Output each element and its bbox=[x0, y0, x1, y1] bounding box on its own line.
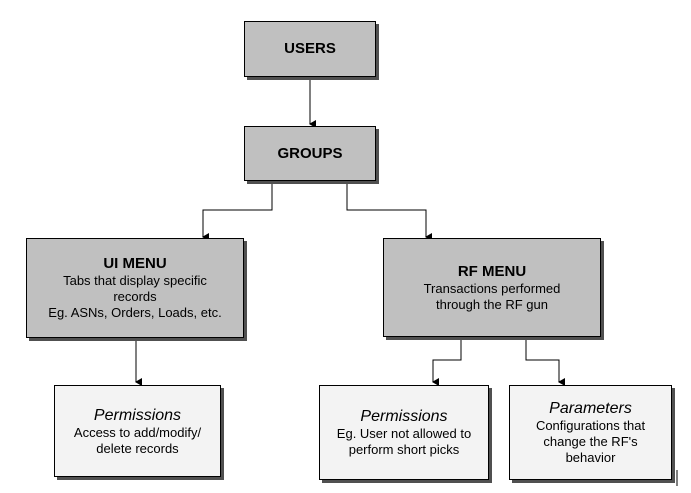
ui-menu-box: UI MENU Tabs that display specific recor… bbox=[26, 238, 244, 338]
rf-parameters-box: Parameters Configurations that change th… bbox=[509, 385, 672, 480]
arrow-groups-to-ui-menu bbox=[202, 181, 273, 241]
arrow-rf-menu-to-permissions bbox=[432, 337, 462, 386]
rf-menu-box: RF MENU Transactions performed through t… bbox=[383, 238, 601, 337]
rf-menu-desc-line-2: through the RF gun bbox=[435, 296, 549, 312]
rf-menu-title: RF MENU bbox=[457, 262, 527, 280]
rf-permissions-title: Permissions bbox=[360, 408, 448, 425]
groups-box: GROUPS bbox=[244, 126, 376, 181]
arrow-groups-to-rf-menu bbox=[346, 181, 432, 241]
rf-permissions-box: Permissions Eg. User not allowed to perf… bbox=[319, 385, 489, 480]
groups-title: GROUPS bbox=[277, 144, 343, 162]
ui-menu-title: UI MENU bbox=[103, 255, 167, 272]
arrow-rf-menu-to-parameters bbox=[525, 337, 565, 386]
rf-menu-desc-line-1: Transactions performed bbox=[423, 280, 561, 296]
users-box: USERS bbox=[244, 21, 376, 77]
rf-permissions-desc-line-1: Eg. User not allowed to bbox=[336, 426, 472, 441]
rf-parameters-desc-line-2: change the RF's bbox=[543, 434, 638, 449]
ui-permissions-desc-line-1: Access to add/modify/ bbox=[73, 424, 202, 440]
ui-menu-desc-line-3: Eg. ASNs, Orders, Loads, etc. bbox=[48, 305, 222, 320]
ui-menu-desc-line-2: records bbox=[113, 289, 157, 304]
ui-menu-desc-line-1: Tabs that display specific bbox=[63, 273, 207, 288]
ui-permissions-desc-line-2: delete records bbox=[96, 440, 179, 456]
users-title: USERS bbox=[284, 40, 336, 57]
ui-permissions-title: Permissions bbox=[93, 406, 182, 424]
rf-parameters-desc-line-3: behavior bbox=[565, 450, 616, 465]
rf-parameters-desc-line-1: Configurations that bbox=[535, 418, 646, 433]
ui-permissions-box: Permissions Access to add/modify/ delete… bbox=[54, 385, 221, 477]
rf-parameters-title: Parameters bbox=[549, 400, 632, 417]
rf-permissions-desc-line-2: perform short picks bbox=[348, 442, 460, 457]
